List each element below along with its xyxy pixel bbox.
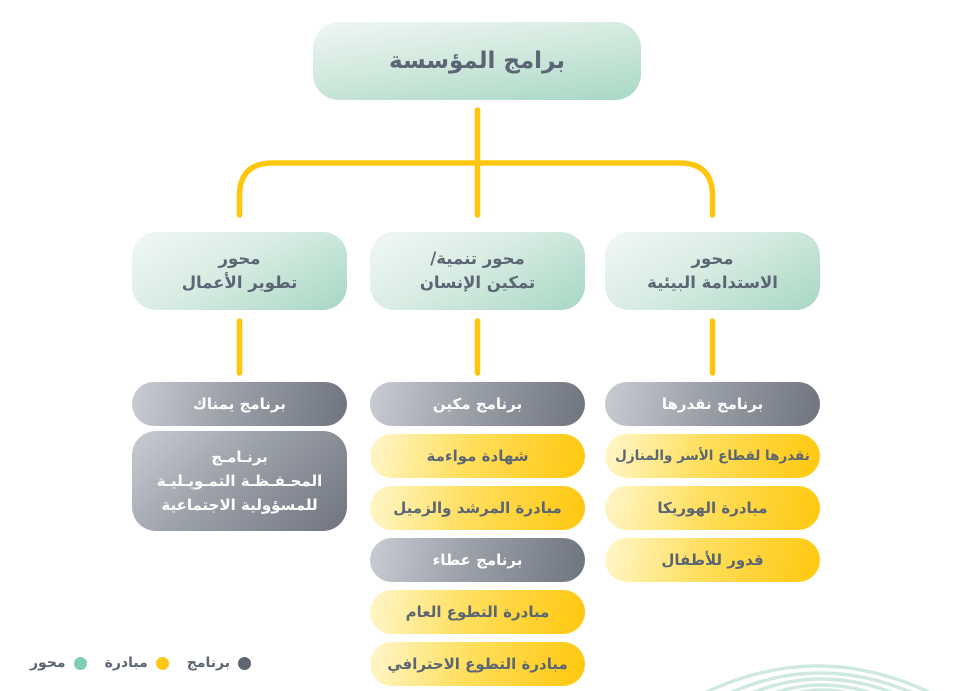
legend-item-program: برنامج	[186, 655, 252, 671]
legend-label-initiative: مبادرة	[104, 655, 148, 671]
initiative-node-mentor-peer: مبادرة المرشد والزميل	[370, 486, 585, 530]
initiative-node-qudur-children: قدور للأطفال	[605, 538, 820, 582]
axis-business-line2: تطوير الأعمال	[181, 273, 298, 292]
initiative-mentor-peer-label: مبادرة المرشد والزميل	[393, 499, 562, 517]
initiative-professional-volunteering-label: مبادرة التطوع الاحترافي	[387, 655, 568, 673]
legend-label-program: برنامج	[186, 655, 231, 671]
initiative-node-households-sector: نقدرها لقطاع الأسر والمنازل	[605, 434, 820, 478]
connector-bracket	[236, 160, 716, 218]
initiative-node-professional-volunteering: مبادرة التطوع الاحترافي	[370, 642, 585, 686]
program-dot-icon	[238, 656, 252, 670]
axis-node-business-development: محور تطوير الأعمال	[132, 232, 347, 310]
initiative-households-label: نقدرها لقطاع الأسر والمنازل	[615, 448, 810, 464]
axis-node-environmental-sustainability: محور الاستدامة البيئية	[605, 232, 820, 310]
program-node-yumnak: برنامج يمناك	[132, 382, 347, 426]
legend-item-initiative: مبادرة	[105, 655, 169, 671]
portfolio-line3: للمسؤولية الاجتماعية	[161, 496, 318, 514]
program-node-funding-portfolio: برنـامـج المحـفـظـة التمـويـليـة للمسؤول…	[132, 431, 347, 531]
legend-item-axis: محور	[30, 655, 87, 671]
program-makeen-label: برنامج مكين	[432, 395, 523, 413]
program-node-ataa: برنامج عطاء	[370, 538, 585, 582]
portfolio-line2: المحـفـظـة التمـويـليـة	[156, 472, 323, 490]
program-nuqadiruha-label: برنامج نقدرها	[661, 395, 764, 413]
program-node-makeen: برنامج مكين	[370, 382, 585, 426]
axis-human-line1: محور تنمية/	[430, 249, 525, 269]
program-yumnak-label: برنامج يمناك	[193, 395, 286, 413]
initiative-node-general-volunteering: مبادرة التطوع العام	[370, 590, 585, 634]
initiative-general-volunteering-label: مبادرة التطوع العام	[405, 603, 550, 621]
legend: برنامج مبادرة محور	[30, 655, 252, 671]
initiative-node-horeca: مبادرة الهوريكا	[605, 486, 820, 530]
legend-label-axis: محور	[30, 655, 66, 671]
axis-node-human-development: محور تنمية/ تمكين الإنسان	[370, 232, 585, 310]
axis-dot-icon	[73, 656, 87, 670]
program-node-nuqadiruha: برنامج نقدرها	[605, 382, 820, 426]
axis-business-line1: محور	[218, 249, 261, 269]
root-node-foundation-programs: برامج المؤسسة	[313, 22, 641, 100]
portfolio-line1: برنـامـج	[211, 448, 268, 466]
initiative-node-muwaamah: شهادة مواءمة	[370, 434, 585, 478]
initiative-horeca-label: مبادرة الهوريكا	[657, 499, 768, 517]
initiative-qudur-label: قدور للأطفال	[661, 551, 764, 569]
axis-environment-line1: محور	[691, 249, 734, 269]
axis-environment-line2: الاستدامة البيئية	[647, 273, 778, 292]
initiative-dot-icon	[155, 656, 169, 670]
axis-human-line2: تمكين الإنسان	[419, 273, 536, 292]
initiative-muwaamah-label: شهادة مواءمة	[426, 447, 529, 465]
root-node-label: برامج المؤسسة	[389, 48, 565, 74]
program-ataa-label: برنامج عطاء	[432, 551, 523, 569]
